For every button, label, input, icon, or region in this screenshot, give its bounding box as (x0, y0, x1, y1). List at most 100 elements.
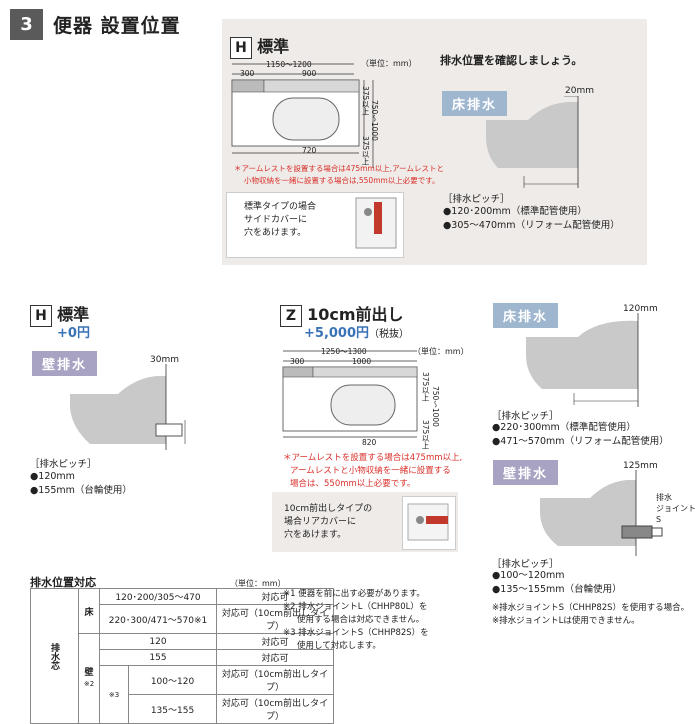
top-floor-plan (231, 63, 374, 168)
mid-arm-note: ＊アームレストを設置する場合は475mm以上, アームレストと小物収納を一緒に設… (283, 452, 462, 491)
floor-drain-toilet-right (526, 313, 639, 407)
footnote-line: ※2 排水ジョイントL（CHHP80L）を (283, 602, 428, 612)
dim-side1: 375以上 (361, 86, 370, 116)
wall-pitch-title-right: ［排水ピッチ］ (492, 559, 559, 570)
wall-pitch-1: ●120mm (30, 471, 75, 482)
floor-drain-dim: 20mm (565, 86, 594, 96)
table-cell: 155 (99, 649, 217, 666)
type-code-box: H (230, 37, 252, 59)
wall-pitch-right-1: ●100〜120mm (492, 570, 565, 581)
note-line: 場合は、550mm以上必要です。 (290, 479, 416, 489)
mid-price-line: +5,000円（税抜） (304, 322, 409, 341)
wall-pitch-2: ●155mm（台輪使用） (30, 485, 132, 496)
joint-label: 排水 ジョイント S (656, 492, 696, 525)
joint-label-line: 排水 (656, 493, 672, 502)
wall-drain-toilet (70, 364, 186, 450)
note-line: ＊アームレストを設置する場合は475mm以上, (283, 453, 463, 463)
joint-label-line: ジョイント (656, 504, 696, 513)
footnote-line: ※排水ジョイントS（CHHP82S）を使用する場合。 (492, 603, 690, 613)
wall-drain-badge: 壁排水 (32, 351, 98, 376)
type-label: 標準 (257, 37, 290, 56)
table-floor-label: 床 (78, 588, 100, 634)
table-cell: 対応可（10cm前出しタイプ） (216, 694, 334, 724)
floor-drain-badge-right: 床排水 (493, 303, 559, 328)
section-title: 便器 設置位置 (53, 15, 181, 37)
table-wall-label: 壁 ※2 (78, 633, 100, 724)
top-heading: H 標準 (230, 33, 289, 59)
floor-drain-dim-right: 120mm (623, 304, 658, 314)
table-cell: 220･300/471〜570※1 (99, 604, 217, 634)
callout-line: 穴をあけます。 (284, 530, 347, 540)
wall-drain-dim-right: 125mm (623, 461, 658, 471)
table-cell: 135〜155 (128, 694, 217, 724)
table-footnotes: ※1 便器を前に出す必要があります。 ※2 排水ジョイントL（CHHP80L）を… (283, 588, 429, 653)
table-cell: 100〜120 (128, 665, 217, 695)
table-title: 排水位置対応 (30, 576, 96, 589)
side-cover-text: 標準タイプの場合 サイドカバーに 穴をあけます。 (244, 201, 316, 240)
rear-cover-text: 10cm前出しタイプの 場合リアカバーに 穴をあけます。 (284, 503, 372, 542)
floor-pitch-right-1: ●220･300mm（標準配管使用） (492, 422, 636, 433)
callout-line: 10cm前出しタイプの (284, 504, 373, 514)
footnote-line: 使用して対応します。 (297, 641, 381, 651)
mid-dim-total: 1250〜1300 (321, 347, 367, 356)
drain-heading: 排水位置を確認しましょう。 (440, 54, 583, 67)
callout-line: 場合リアカバーに (284, 517, 357, 527)
mid-dim-right: 1000 (352, 357, 372, 366)
unit-label: （単位：mm） (361, 59, 417, 68)
table-unit: （単位：mm） (230, 579, 286, 588)
left-heading: H 標準 (30, 301, 89, 327)
wall-pitch-right-2: ●135〜155mm（台輪使用） (492, 584, 622, 595)
wall-drain-toilet-right (540, 470, 663, 556)
mid-dim-side2: 375以上 (421, 420, 430, 450)
callout-line: サイドカバーに (244, 215, 308, 225)
mid-floor-plan (282, 350, 418, 438)
callout-line: 穴をあけます。 (244, 228, 307, 238)
type-label: 10cm前出し (307, 305, 404, 324)
table-side-label: 排水芯 (30, 588, 79, 724)
rear-cover-illustration (407, 503, 449, 541)
mid-unit-label: （単位：mm） (413, 347, 469, 356)
type-code-box: H (30, 305, 52, 327)
wall-drain-dim: 30mm (150, 355, 179, 365)
mid-price: +5,000円 (304, 326, 370, 341)
footnote-line: 使用する場合は対応できません。 (297, 615, 425, 625)
floor-pitch-1: ●120･200mm（標準配管使用） (443, 206, 587, 217)
footnote-line: ※1 便器を前に出す必要があります。 (283, 589, 425, 599)
dim-right: 900 (302, 69, 317, 78)
left-price: +0円 (57, 326, 90, 341)
section-number: 3 (10, 9, 43, 40)
note-line: アームレストと小物収納を一緒に設置する (290, 466, 451, 476)
side-cover-illustration (355, 197, 397, 249)
footnote-line: ※3 排水ジョイントS（CHHP82S）を (283, 628, 429, 638)
floor-drain-toilet (486, 96, 579, 188)
wall-pitch-title: ［排水ピッチ］ (30, 459, 97, 470)
table-cell: 120 (99, 633, 217, 650)
dim-width: 720 (302, 146, 317, 155)
table-cell: 対応可 (216, 649, 334, 666)
table-row: 155 対応可 (31, 649, 334, 666)
footnote-line: ※排水ジョイントLは使用できません。 (492, 616, 640, 626)
table-row: ※3 100〜120 対応可（10cm前出しタイプ） (31, 665, 334, 724)
floor-pitch-title-right: ［排水ピッチ］ (492, 411, 559, 422)
wall-label-note: ※2 (83, 679, 95, 688)
wall-label-text: 壁 (84, 667, 94, 678)
dim-depth: 750〜1000 (370, 100, 379, 141)
floor-pitch-right-2: ●471〜570mm（リフォーム配管使用） (492, 436, 669, 447)
mid-dim-left: 300 (290, 357, 305, 366)
floor-pitch-2: ●305〜470mm（リフォーム配管使用） (443, 220, 620, 231)
mid-dim-width: 820 (362, 438, 377, 447)
arm-note-2: 小物収納を一緒に設置する場合は,550mm以上必要です。 (244, 176, 440, 185)
joint-label-line: S (656, 515, 662, 524)
wall-drain-badge-right: 壁排水 (493, 460, 559, 485)
table-cell: 対応可（10cm前出しタイプ） (216, 665, 334, 695)
dim-left: 300 (240, 69, 255, 78)
dim-side2: 375以上 (361, 136, 370, 166)
type-label: 標準 (57, 305, 90, 324)
tax-label: （税抜） (369, 329, 410, 340)
callout-line: 標準タイプの場合 (244, 202, 317, 212)
mid-dim-side1: 375以上 (421, 372, 430, 402)
mid-dim-depth: 750〜1000 (431, 386, 440, 427)
table-cell: 120･200/305〜470 (99, 588, 217, 605)
table-note3: ※3 (99, 665, 129, 724)
arm-note-1: ＊アームレストを設置する場合は475mm以上,アームレストと (234, 164, 444, 173)
